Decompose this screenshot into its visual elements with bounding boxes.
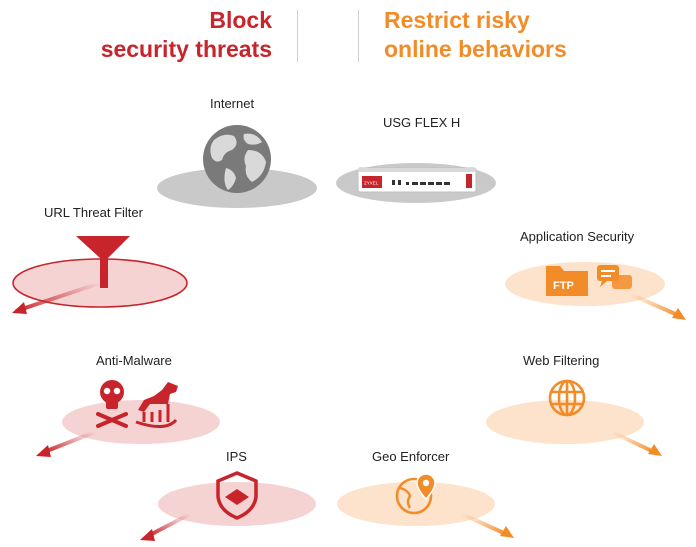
shield-icon: [216, 471, 258, 520]
internet-node: [157, 125, 317, 208]
heading-divider-left: [297, 10, 298, 62]
trojan-horse-icon: [135, 382, 178, 428]
globe-location-icon: [395, 473, 436, 515]
web-filtering-node: [486, 379, 662, 456]
web-filtering-platform: [486, 400, 644, 444]
ips-node: [140, 471, 316, 541]
firewall-device-icon: ZYXEL: [357, 167, 477, 193]
ips-arrow: [147, 512, 191, 538]
ftp-folder-icon: FTP: [546, 266, 588, 296]
label-application-security: Application Security: [520, 229, 635, 244]
geo-enforcer-platform: [337, 482, 495, 526]
label-web-filtering: Web Filtering: [523, 353, 600, 368]
ftp-badge: FTP: [553, 280, 574, 292]
label-internet: Internet: [210, 96, 255, 111]
anti-malware-arrow: [43, 430, 96, 454]
heading-divider-right: [358, 10, 359, 62]
heading-left-line1: Block: [209, 7, 272, 33]
web-globe-icon: [548, 379, 586, 417]
label-url-threat-filter: URL Threat Filter: [44, 205, 143, 220]
label-geo-enforcer: Geo Enforcer: [372, 449, 450, 464]
globe-icon: [203, 125, 271, 193]
heading-restrict-risky-behaviors: Restrict risky online behaviors: [384, 6, 684, 64]
url-filter-arrow: [15, 281, 101, 313]
geo-enforcer-node: [337, 473, 514, 538]
app-security-arrow: [629, 292, 681, 318]
label-ips: IPS: [226, 449, 247, 464]
heading-block-security-threats: Block security threats: [0, 6, 272, 64]
geo-enforcer-arrow: [461, 512, 507, 536]
label-anti-malware: Anti-Malware: [96, 353, 172, 368]
web-filtering-arrow: [611, 430, 655, 454]
heading-right-line1: Restrict risky: [384, 7, 530, 33]
application-security-node: FTP: [505, 262, 686, 320]
heading-right-line2: online behaviors: [384, 36, 567, 62]
funnel-icon: [76, 236, 130, 288]
usg-flex-h-node: ZYXEL: [336, 163, 496, 203]
url-threat-filter-node: [12, 236, 188, 314]
label-usg-flex-h: USG FLEX H: [383, 115, 461, 130]
device-brand: ZYXEL: [364, 181, 379, 186]
anti-malware-node: [36, 380, 220, 457]
heading-left-line2: security threats: [100, 36, 272, 62]
chat-icon: [597, 265, 632, 289]
skull-crossbones-icon: [96, 380, 128, 428]
